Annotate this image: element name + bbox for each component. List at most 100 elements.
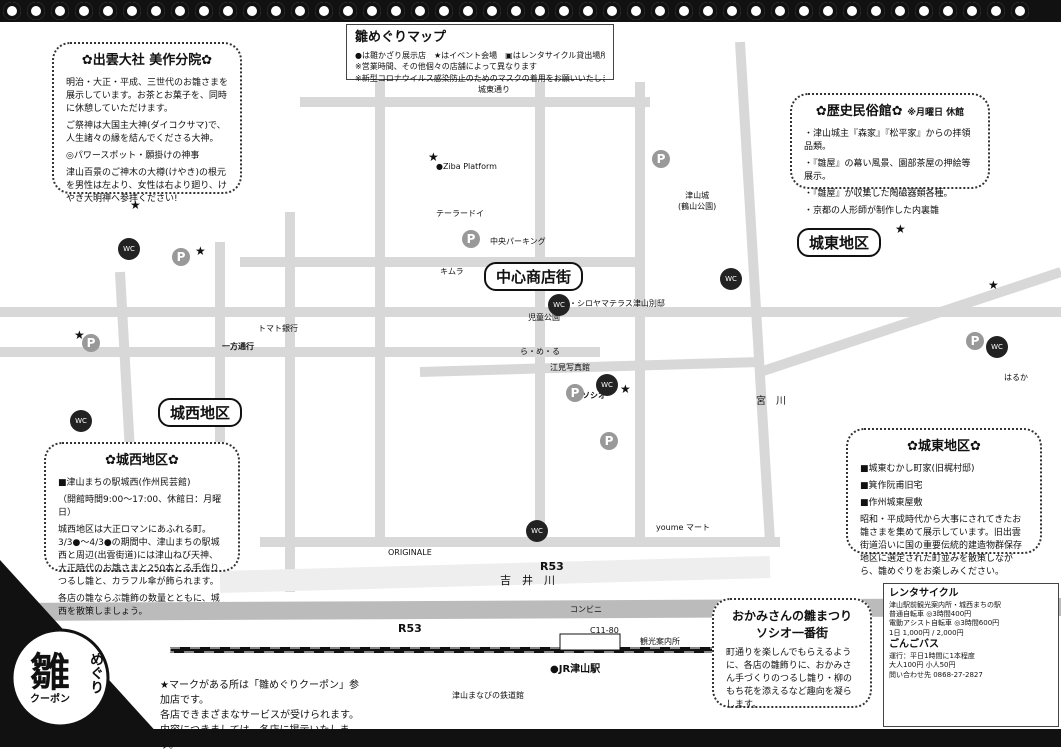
izumo-text-3: ◎パワースポット・願掛けの神事: [66, 151, 200, 162]
rekishi-item-1: ・津山城主『森家』『松平家』からの拝領品類。: [804, 128, 971, 152]
jouto-dori-label: 城東通り: [478, 85, 510, 94]
legend-line-1: ●は雛かざり展示店 ★はイベント会場 ▣はレンタサイクル貸出場所です: [355, 50, 605, 60]
star-icon: ★: [428, 150, 439, 164]
coupon-notice: ★マークがある所は「雛めぐりクーポン」参加店です。 各店できまざまなサービスが受…: [160, 678, 360, 753]
josai-info-box: ✿城西地区✿ ■津山まちの駅城西(作州民芸館) （開館時間9:00～17:00、…: [44, 442, 240, 617]
area-label-west: 城西地区: [158, 398, 243, 427]
restroom-icon: WC: [986, 336, 1008, 358]
rekishi-title: ✿歴史民俗館✿ ※月曜日 休館: [815, 104, 965, 119]
socio-label: ソシオ: [582, 391, 606, 400]
restroom-icon: WC: [118, 238, 140, 260]
star-icon: ★: [988, 278, 999, 292]
josai-title: ✿城西地区✿: [105, 453, 179, 468]
bus-title: ごんごバス: [889, 639, 939, 651]
road-r53-label-2: R53: [398, 622, 422, 635]
star-icon: ★: [130, 198, 141, 212]
josai-text-4: 各店の雛ならぶ雛飾の数量とともに、城西を散策しましょう。: [58, 594, 220, 618]
joto-text-2: ■箕作阮甫旧宅: [860, 480, 923, 491]
conbini-label: コンビニ: [570, 605, 602, 614]
river-miya-label: 宮 川: [756, 396, 786, 407]
ziba-label: ●Ziba Platform: [436, 162, 497, 171]
restroom-icon: WC: [548, 294, 570, 316]
road-c1180-label: C11-80: [590, 626, 619, 635]
one-way-label: 一方通行: [222, 342, 254, 351]
rekishi-item-4: ・京都の人形師が制作した内裏雛: [804, 206, 940, 217]
haruka-label: はるか: [1004, 373, 1028, 382]
restroom-icon: WC: [720, 268, 742, 290]
tomato-bank-label: トマト銀行: [258, 324, 298, 333]
coupon-line-2: 各店できまざまなサービスが受けられます。: [160, 710, 359, 721]
logo-kanji: 雛: [30, 650, 70, 696]
shiroyama-label: ●ザ・シロヤマテラス津山別邸: [554, 299, 665, 308]
parking-icon: P: [966, 332, 984, 350]
coupon-line-1: ★マークがある所は「雛めぐりクーポン」参加店です。: [160, 680, 359, 706]
restroom-icon: WC: [526, 520, 548, 542]
parking-icon: P: [652, 150, 670, 168]
rekishi-info-box: ✿歴史民俗館✿ ※月曜日 休館 ・津山城主『森家』『松平家』からの拝領品類。 ・…: [790, 93, 990, 216]
joto-text-1: ■城東むかし町家(旧梶村邸): [860, 463, 975, 474]
bottom-pattern-band: [0, 729, 1061, 747]
izumo-info-box: ✿出雲大社 美作分院✿ 明治・大正・平成、三世代のお雛さまを展示しています。お茶…: [52, 42, 242, 204]
star-icon: ★: [74, 328, 85, 342]
area-label-east: 城東地区: [797, 228, 882, 257]
josai-text-3: 城西地区は大正ロマンにあふれる町。3/3●～4/3●の期間中、津山まちの駅城西と…: [58, 524, 220, 588]
joto-info-box: ✿城東地区✿ ■城東むかし町家(旧梶村邸) ■箕作阮甫旧宅 ■作州城東屋敷 昭和…: [846, 428, 1042, 577]
legend-line-2: ※営業時間、その他個々の店舗によって異なります: [355, 62, 538, 72]
okami-text: 町通りを楽しんでもらえるように、各店の雛飾りに、おかみさん手づくりのつるし雛り・…: [726, 647, 853, 710]
bus-line-2: 大人100円 小人50円: [889, 661, 956, 670]
izumo-text-1: 明治・大正・平成、三世代のお雛さまを展示しています。お茶とお菓子を、同時に休憩し…: [66, 77, 229, 114]
legend-title: 雛めぐりマップ: [355, 30, 447, 45]
hina-meguri-logo: [0, 560, 170, 747]
kimura-label: キムラ: [440, 267, 464, 276]
izumo-text-2: ご祭神は大国主大神(ダイコクサマ)で、人生諸々の縁を結んでくださる大神。: [66, 120, 226, 145]
road-r53-label: R53: [540, 560, 564, 573]
area-label-center: 中心商店街: [484, 262, 584, 291]
coupon-line-3: 内容につきましては、各店に掲示いたします。: [160, 725, 350, 751]
chuo-parking-label: 中央パーキング: [490, 237, 546, 246]
tsuyama-castle-label: 津山城 (鶴山公園): [678, 191, 717, 211]
star-icon: ★: [620, 382, 631, 396]
josai-text-2: （開館時間9:00～17:00、休館日：月曜日）: [58, 494, 222, 518]
restroom-icon: WC: [70, 410, 92, 432]
rental-line-3: 電動アシスト自転車 ◎3時間600円: [889, 619, 1000, 628]
emi-label: 江見写真館: [550, 363, 590, 372]
parking-icon: P: [566, 384, 584, 402]
star-icon: ★: [195, 244, 206, 258]
parking-icon: P: [82, 334, 100, 352]
jr-station-label: ●JR津山駅: [550, 664, 601, 675]
tailor-label: テーラードイ: [436, 209, 484, 218]
bus-line-3: 問い合わせ先 0868-27-2827: [889, 670, 983, 679]
originale-label: ORIGINALE: [388, 548, 432, 557]
river-yoshii-label: 吉 井 川: [500, 574, 555, 587]
rental-line-1: 津山駅前観光案内所・城西まちの駅: [889, 600, 1001, 609]
joto-title: ✿城東地区✿: [907, 439, 981, 454]
parking-icon: P: [462, 230, 480, 248]
legend-line-3: ※新型コロナウイルス感染防止のためのマスクの着用をお願いいたします。: [355, 74, 605, 84]
rental-cycle-box: レンタサイクル 津山駅前観光案内所・城西まちの駅 普通自転車 ◎3時間400円 …: [883, 583, 1059, 727]
kodomo-park-label: 児童公園: [528, 313, 560, 322]
okami-info-box: おかみさんの雛まつり ソシオ一番街 町通りを楽しんでもらえるように、各店の雛飾り…: [712, 598, 872, 710]
josai-text-1: ■津山まちの駅城西(作州民芸館): [58, 477, 191, 488]
parking-icon: P: [172, 248, 190, 266]
bus-line-1: 運行：平日1時間に1本程度: [889, 651, 975, 660]
star-icon: ★: [895, 222, 906, 236]
rental-title: レンタサイクル: [889, 588, 959, 599]
rekishi-item-2: ・『雛屋』の幕い風景、園部茶屋の押絵等展示。: [804, 158, 971, 182]
okami-title-2: ソシオ一番街: [755, 626, 828, 641]
map-legend: 雛めぐりマップ ●は雛かざり展示店 ★はイベント会場 ▣はレンタサイクル貸出場所…: [346, 24, 614, 83]
station-building: [559, 633, 621, 651]
izumo-title: ✿出雲大社 美作分院✿: [81, 53, 213, 68]
kankou-label: 観光案内所: [640, 637, 680, 646]
okami-title-1: おかみさんの雛まつり: [731, 609, 852, 623]
rental-line-4: 1日 1,000円 / 2,000円: [889, 628, 964, 637]
joto-text-4: 昭和・平成時代から大事にされてきたお雛さまを集めて展示しています。旧出雲街道沿い…: [860, 514, 1023, 578]
rekishi-item-3: ・『雛屋』が収集した陶磁器類各種。: [804, 189, 953, 200]
restroom-icon: WC: [596, 374, 618, 396]
logo-side: めぐり: [88, 652, 104, 694]
rental-line-2: 普通自転車 ◎3時間400円: [889, 609, 972, 618]
logo-sub: クーポン: [30, 694, 70, 705]
youme-label: youme マート: [656, 523, 710, 532]
top-pattern-band: [0, 0, 1061, 22]
joto-text-3: ■作州城東屋敷: [860, 497, 923, 508]
izumo-text-4: 津山百景のご神木の大樽(けやき)の根元を男性は左より、女性は右より廻り、けやき大…: [66, 168, 227, 205]
